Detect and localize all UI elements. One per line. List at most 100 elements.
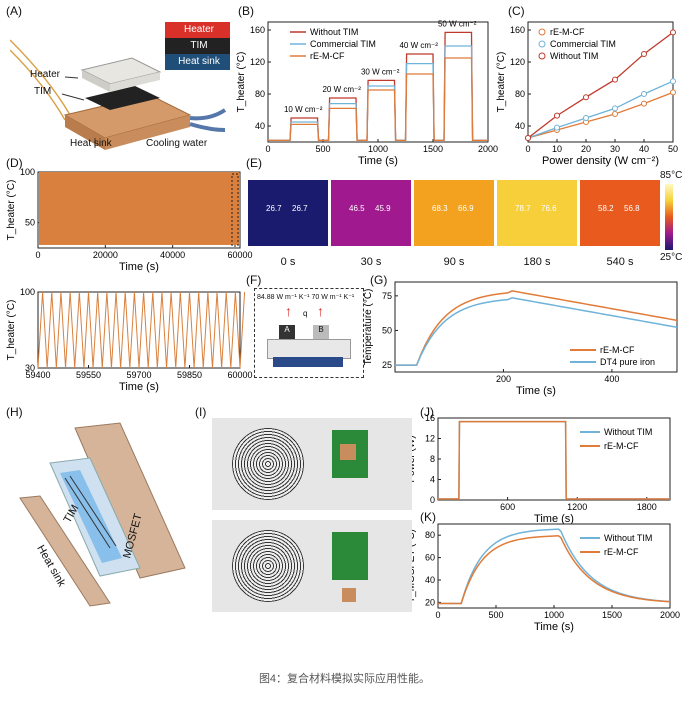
x-tick-label: 0 [35,250,40,260]
y-tick-label: 12 [425,434,435,444]
panel-letter-k: (K) [420,510,436,524]
thermal-reading: 26.7 [266,204,282,213]
data-point [670,89,676,96]
x-axis-label: Time (s) [534,513,574,525]
x-tick-label: 400 [604,374,619,384]
thermal-reading: 46.5 [349,204,365,213]
series-line [527,80,674,139]
y-tick-label: 8 [430,454,435,464]
data-point [612,111,618,117]
step-annotation: 40 W cm⁻² [399,41,438,50]
thermal-reading: 78.7 [515,204,531,213]
x-tick-label: 0 [435,610,440,620]
sample-b: B [313,325,329,339]
thermal-reading: 68.3 [432,204,448,213]
legend-label: Commercial TIM [310,39,376,49]
colorbar-max: 85°C [660,170,683,181]
coil-top [232,428,304,500]
x-tick-label: 200 [496,374,511,384]
y-tick-label: 120 [510,57,525,67]
series-line [268,45,488,142]
x-tick-label: 1000 [368,144,388,154]
x-tick-label: 1800 [637,502,657,512]
y-tick-label: 100 [20,167,35,177]
x-tick-label: 30 [610,144,620,154]
tim-pad-bottom [342,588,356,602]
x-axis-label: Time (s) [119,261,159,273]
y-axis-label: T_heater (°C) [236,52,247,113]
panel-letter-h: (H) [6,405,23,419]
legend-label: Without TIM [604,533,652,543]
thermal-time-label: 0 s [280,256,296,268]
legend-swatch [538,52,546,60]
zoom-box [231,173,239,247]
hotplate [267,339,351,359]
y-tick-label: 160 [250,25,265,35]
series-line [438,535,671,605]
stack-heater-swatch [165,22,230,38]
data-point [583,115,589,121]
series-line [268,57,488,142]
series-line [527,91,674,139]
series-line [395,297,678,366]
x-tick-label: 59700 [126,370,151,380]
data-point [554,124,560,131]
y-tick-label: 100 [20,287,35,297]
thermal-reading: 45.9 [375,204,391,213]
y-tick-label: 40 [255,121,265,131]
legend-label: Without TIM [604,427,652,437]
x-tick-label: 40000 [160,250,185,260]
legend-label: rE-M-CF [604,441,639,451]
hotplate-base [273,357,343,367]
x-axis-label: Time (s) [119,381,159,393]
y-tick-label: 120 [250,57,265,67]
arrow-b-icon: ↑ [317,303,324,319]
stack-tim-label: TIM [190,40,208,51]
y-tick-label: 50 [25,218,35,228]
thermal-image: 26.7 26.7 [248,180,328,246]
legend-label: rE-M-CF [600,345,635,355]
legend-label: Commercial TIM [550,39,616,49]
data-point [525,135,531,141]
y-tick-label: 40 [425,575,435,585]
data-point [670,78,676,85]
x-axis-label: Time (s) [358,155,398,167]
y-tick-label: 60 [425,553,435,563]
x-tick-label: 59400 [25,370,50,380]
data-point [554,112,560,119]
y-tick-label: 20 [425,597,435,607]
coil-bottom [232,530,304,602]
thermal-reading: 66.9 [458,204,474,213]
y-tick-label: 30 [25,363,35,373]
oscillation-band [39,172,239,245]
x-tick-label: 2000 [478,144,498,154]
panel-letter-d: (D) [6,156,23,170]
photo-i-top [212,418,412,510]
label-cooling-water: Cooling water [146,138,208,149]
legend-label: DT4 pure iron [600,357,655,367]
x-tick-label: 1200 [567,502,587,512]
panel-letter-j: (J) [420,405,434,419]
y-tick-label: 16 [425,413,435,423]
thermal-reading: 26.7 [292,204,308,213]
y-tick-label: 50 [382,325,392,335]
x-tick-label: 500 [488,610,503,620]
stack-heatsink-label: Heat sink [178,56,220,67]
panel-letter-e: (E) [246,156,262,170]
stack-heater-label: Heater [183,24,214,35]
legend-swatch [538,28,546,36]
legend-swatch [538,40,546,48]
y-tick-label: 80 [515,89,525,99]
y-tick-label: 0 [430,495,435,505]
legend-label: rE-M-CF [310,51,345,61]
data-point [612,76,618,83]
x-tick-label: 59550 [76,370,101,380]
x-tick-label: 1500 [423,144,443,154]
thermal-image: 68.3 66.9 [414,180,494,246]
x-tick-label: 10 [552,144,562,154]
panel-letter-b: (B) [238,4,254,18]
arrow-a-icon: ↑ [285,303,292,319]
x-tick-label: 59850 [177,370,202,380]
panel-h-explode [19,422,186,607]
thermal-image: 46.5 45.9 [331,180,411,246]
